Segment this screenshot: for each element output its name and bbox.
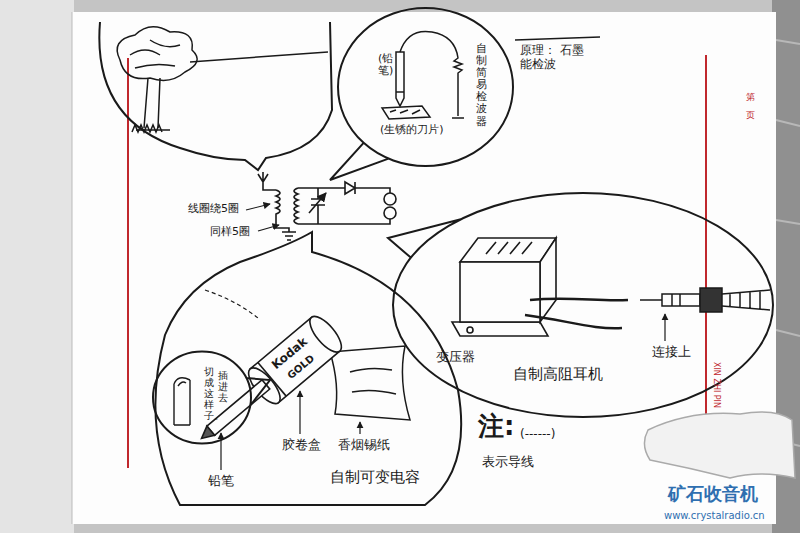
bubble-text: (生锈的刀片) [380,124,444,137]
bubble-outline [153,352,270,444]
page-mark: 页 [746,110,755,120]
bubble-outline [388,193,773,417]
plug-drawing [672,294,680,306]
antenna-wire [515,37,600,40]
note-text: 表示导线 [482,455,534,470]
transformer-drawing [452,322,548,336]
photo-ground [72,12,73,524]
transformer-drawing [486,242,532,254]
leader-arrow [220,433,221,470]
page-mark: 第 [746,92,755,102]
circuit-wiring [258,172,276,190]
foil-sheet [330,346,410,420]
photo-ground [0,0,74,533]
leader-arrow [664,314,665,341]
cut-pencil [174,378,190,425]
leader-arrow [299,391,300,434]
bubble-text: 自制高阻耳机 [513,366,603,383]
detector-drawing [396,91,404,93]
tree-drawing [130,40,180,68]
earphone-wire [525,299,628,329]
wire-dashed [205,290,258,318]
foil-sheet [330,346,410,420]
leader-arrow [258,225,279,231]
circuit-wiring [345,182,355,194]
part-name: 铅笔 [208,474,234,489]
detector-drawing [400,31,464,118]
circuit-wiring [311,188,325,224]
bubble-outline [152,350,252,445]
transformer-drawing [467,327,473,333]
tree-drawing [117,27,197,132]
part-name: 连接上 [652,345,691,360]
plug-drawing [662,294,700,306]
plug-drawing [640,299,662,301]
wire-dashed [205,290,258,318]
part-name: 香烟锡纸 [338,438,390,453]
margin-line [705,55,707,470]
film-canister [198,426,215,443]
callout-bubble: (铅笔) 自制简易检波器 (生锈的刀片) [338,8,513,166]
circuit-wiring [309,193,326,213]
circuit-wiring [282,232,296,240]
detector-drawing [390,110,420,114]
brand-margin: XIN ZHI PIN [711,362,720,408]
vertical-text: 切成这样子。 [204,366,214,421]
foil-sheet [350,368,396,394]
plug-drawing [640,288,770,312]
photo-ground [776,40,800,446]
vertical-text: (铅笔) [378,53,389,77]
bubble-text: 自制可变电容 [330,469,420,486]
part-name: 胶卷盒 [282,438,321,453]
leader-arrow [246,204,270,210]
watermark: 矿石收音机 [668,484,758,505]
transformer-drawing [452,238,556,336]
earphone-wire [530,299,628,301]
watermark: www.crystalradio.cn [664,510,765,522]
coil-note: 同样5圈 [210,226,250,239]
antenna-bubble [99,22,332,170]
margin-line [128,55,706,470]
part-name: 变压器 [436,350,475,365]
plug-drawing [722,290,770,310]
circuit-wiring [384,193,396,205]
principle-note: 原理： 石墨能检波 [520,44,584,72]
transformer-drawing [540,238,556,322]
detector-drawing [382,106,430,119]
detector-drawing [396,52,404,106]
plug-drawing [700,288,722,312]
antenna-wire [190,52,328,62]
bubble-outline [330,8,513,180]
transformer-drawing [460,262,540,322]
callout-bubble: 插进去切成这样子。 [152,350,252,445]
circuit-wiring [384,207,396,219]
antenna-bubble [99,22,332,170]
dash-sample: (------) [520,428,555,442]
detector-drawing [382,31,464,119]
coil-note: 线圈绕5圈 [188,203,239,216]
vertical-text: 自制简易检波器 [476,43,487,128]
torn-paper [644,412,795,478]
circuit-wiring [298,188,390,224]
bubble-outline [155,232,461,505]
circuit-wiring [294,188,298,224]
film-canister [305,312,347,357]
vertical-text: 插进去 [218,370,228,403]
tree-drawing [132,125,162,132]
tree-drawing [117,27,197,81]
torn-paper [644,412,795,478]
leader-arrow [359,422,360,434]
tree-drawing [136,78,170,130]
cut-pencil [174,378,190,425]
note-mark: 注: [478,412,514,442]
circuit-wiring [258,172,396,240]
earphone-wire [525,315,622,328]
